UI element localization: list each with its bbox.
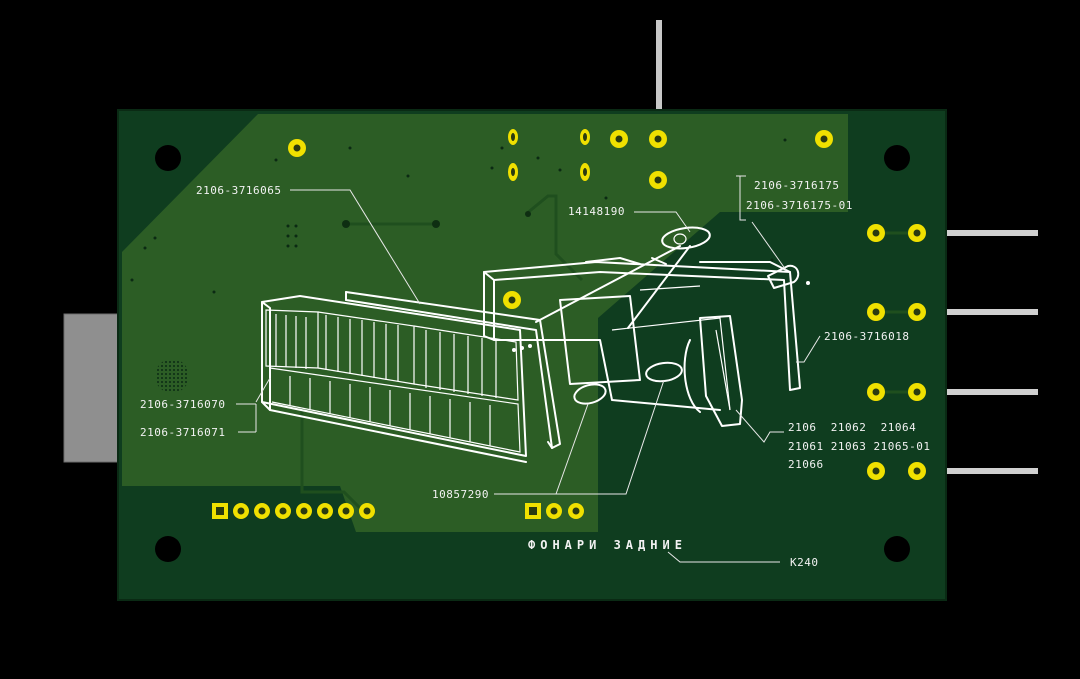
pad	[815, 130, 833, 148]
label-bulb: 10857290	[432, 488, 489, 501]
label-holder: 2106-3716018	[824, 330, 909, 343]
label-socket: 14148190	[568, 205, 625, 218]
pad	[503, 291, 521, 309]
pad	[275, 503, 291, 519]
pad	[525, 503, 541, 519]
bulb-right	[767, 264, 800, 289]
socket-pins	[512, 281, 810, 352]
bulb-left	[573, 383, 607, 405]
taillight-drawing	[261, 226, 810, 463]
pads	[212, 129, 926, 519]
pad	[649, 130, 667, 148]
label-lamp-a: 2106-3716175	[754, 179, 839, 192]
pad	[296, 503, 312, 519]
pad	[908, 383, 926, 401]
pad	[867, 224, 885, 242]
pad	[867, 383, 885, 401]
pad	[867, 462, 885, 480]
label-lens-b: 2106-3716071	[140, 426, 225, 439]
pad	[508, 129, 518, 145]
small-vias	[130, 138, 787, 294]
trace-vias	[342, 211, 531, 228]
diagram-code: К240	[790, 556, 819, 569]
lens-outer	[261, 295, 527, 463]
pad	[338, 503, 354, 519]
rod	[535, 245, 691, 329]
pad	[212, 503, 228, 519]
pad	[568, 503, 584, 519]
pad	[580, 129, 590, 145]
dot-pattern	[155, 359, 189, 393]
label-housing: 2106-3716065	[196, 184, 281, 197]
mounting-holes	[155, 145, 910, 562]
label-lens-a: 2106-3716070	[140, 398, 225, 411]
pad	[254, 503, 270, 519]
diagram-title: ФОНАРИ ЗАДНИЕ	[528, 538, 687, 552]
label-variants-row2: 21061 21063 21065-01	[788, 440, 930, 453]
pad	[610, 130, 628, 148]
pad	[908, 303, 926, 321]
pad	[649, 171, 667, 189]
labels: 2106-3716065 14148190 2106-3716175 2106-…	[140, 179, 930, 569]
reflector	[683, 315, 743, 427]
label-variants-row3: 21066	[788, 458, 824, 471]
pad	[288, 139, 306, 157]
pad	[908, 224, 926, 242]
pad	[508, 163, 518, 181]
side-connector	[63, 313, 121, 463]
bulb-small	[661, 226, 711, 250]
leader-lines	[236, 175, 821, 563]
top-pin	[656, 20, 662, 112]
label-variants-row1: 2106 21062 21064	[788, 421, 916, 434]
pad	[233, 503, 249, 519]
right-pins	[944, 230, 1038, 474]
pad	[867, 303, 885, 321]
pad	[359, 503, 375, 519]
pad	[580, 163, 590, 181]
bulb-center	[645, 361, 683, 383]
pad	[908, 462, 926, 480]
pad	[317, 503, 333, 519]
label-lamp-b: 2106-3716175-01	[746, 199, 853, 212]
pad	[546, 503, 562, 519]
